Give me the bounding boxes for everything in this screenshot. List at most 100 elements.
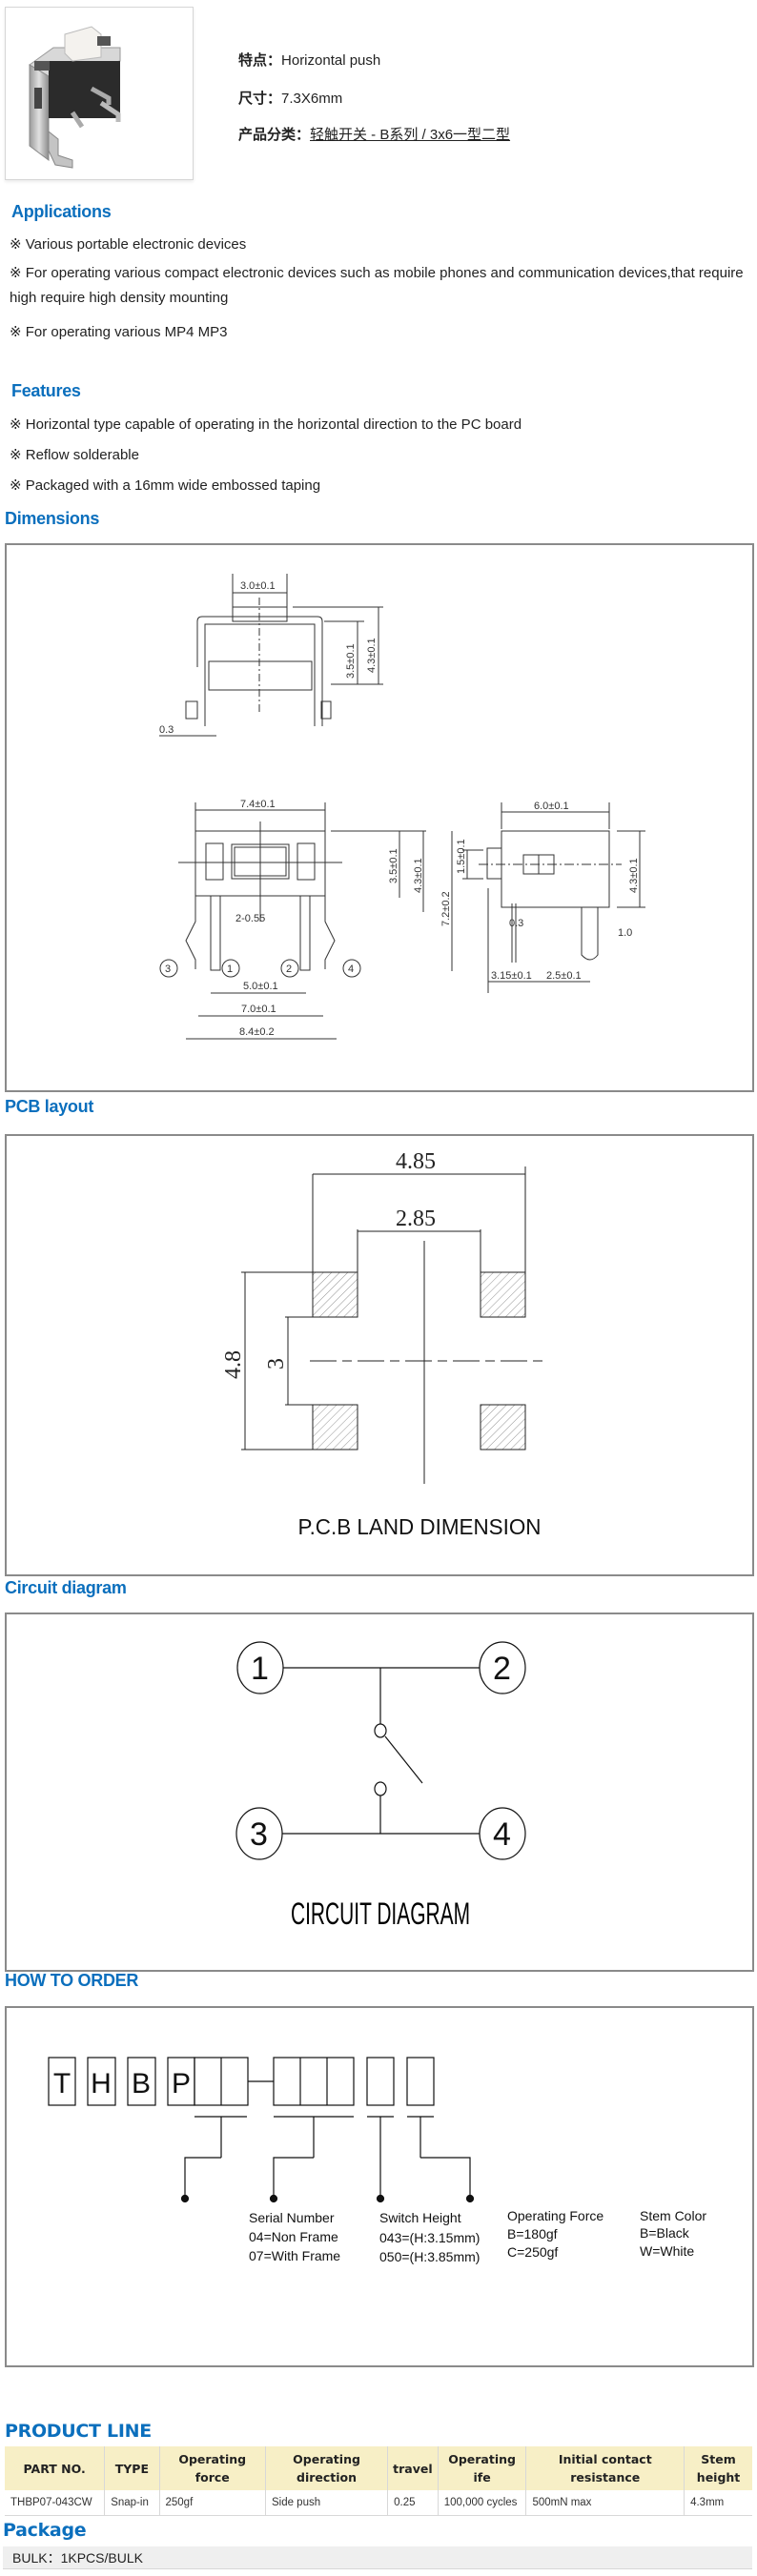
- dim-h1: 3.5±0.1: [388, 848, 399, 883]
- col-header: travel: [387, 2446, 439, 2490]
- cell-stem-height: 4.3mm: [684, 2490, 752, 2516]
- col-header: Stem height: [684, 2446, 752, 2490]
- cell-part-no: THBP07-043CW: [5, 2490, 106, 2516]
- side-view: 3.0±0.1 3.5±0.1 4.3±0.1 0.3: [159, 574, 383, 737]
- col-header: Operating direction: [265, 2446, 389, 2490]
- code-letter: P: [172, 2068, 191, 2099]
- group-title: Switch Height: [379, 2210, 461, 2225]
- application-item: ※ Various portable electronic devices: [10, 236, 247, 253]
- dim-top-height: 4.3±0.1: [628, 858, 640, 893]
- dim-pitch-outer: 7.0±0.1: [241, 1004, 276, 1015]
- product-line-table: PART NO. TYPE Operating force Operating …: [5, 2446, 752, 2516]
- product-line-heading: PRODUCT LINE: [5, 2421, 152, 2442]
- cell-force: 250gf: [159, 2490, 266, 2516]
- order-group-height: Switch Height 043=(H:3.15mm) 050=(H:3.85…: [379, 2210, 480, 2264]
- package-heading: Package: [3, 2520, 87, 2541]
- group-line: C=250gf: [507, 2244, 558, 2260]
- spec-label: 尺寸：: [238, 91, 282, 107]
- pcb-dim-inner-w: 2.85: [396, 1207, 436, 1231]
- pin-number: 4: [493, 1816, 511, 1853]
- table-header-row: PART NO. TYPE Operating force Operating …: [5, 2446, 752, 2490]
- pcb-heading: PCB layout: [5, 1097, 94, 1116]
- cell-life: 100,000 cycles: [438, 2490, 527, 2516]
- dim-off2: 2.5±0.1: [546, 970, 582, 982]
- applications-heading: Applications: [11, 202, 112, 221]
- group-title: Serial Number: [249, 2210, 335, 2225]
- application-item: ※ For operating various MP4 MP3: [10, 324, 228, 340]
- pcb-pad: [480, 1404, 526, 1450]
- group-line: 04=Non Frame: [249, 2229, 338, 2244]
- dim-pitch-inner: 5.0±0.1: [243, 981, 278, 992]
- feature-item: ※ Reflow solderable: [10, 447, 139, 463]
- application-item: ※ For operating various compact electron…: [10, 265, 744, 306]
- cell-type: Snap-in: [104, 2490, 160, 2516]
- package-value: BULK：1KPCS/BULK: [3, 2546, 752, 2569]
- code-slots: [180, 2057, 475, 2203]
- order-group-force: Operating Force B=180gf C=250gf: [507, 2208, 604, 2260]
- group-line: 050=(H:3.85mm): [379, 2249, 480, 2264]
- cell-resistance: 500mN max: [525, 2490, 685, 2516]
- tact-switch-illustration: [29, 26, 121, 169]
- spec-category: 产品分类：轻触开关 - B系列 / 3x6一型二型: [238, 124, 510, 144]
- order-group-serial: Serial Number 04=Non Frame 07=With Frame: [249, 2210, 340, 2263]
- feature-item: ※ Packaged with a 16mm wide embossed tap…: [10, 477, 321, 494]
- dim-stem-width: 3.0±0.1: [240, 580, 276, 592]
- dim-height-b: 4.3±0.1: [366, 638, 378, 673]
- col-header: TYPE: [104, 2446, 160, 2490]
- dim-tab: 1.0: [618, 927, 632, 939]
- group-line: 07=With Frame: [249, 2248, 340, 2263]
- cell-direction: Side push: [265, 2490, 389, 2516]
- col-header: Operating force: [159, 2446, 266, 2490]
- pcb-dim-outer-h: 4.8: [221, 1350, 246, 1379]
- group-line: B=Black: [640, 2225, 690, 2241]
- circuit-heading: Circuit diagram: [5, 1578, 127, 1597]
- group-line: 043=(H:3.15mm): [379, 2230, 480, 2245]
- spec-value: 7.3X6mm: [281, 91, 343, 107]
- pin-label: 3: [165, 963, 171, 975]
- pcb-dim-inner-h: 3: [264, 1358, 289, 1369]
- group-title: Stem Color: [640, 2208, 706, 2223]
- dim-lead: 0.3: [159, 724, 174, 736]
- dimensions-heading: Dimensions: [5, 509, 100, 528]
- dim-overall: 8.4±0.2: [239, 1026, 275, 1038]
- spec-label: 产品分类：: [238, 127, 311, 143]
- col-header: Initial contact resistance: [525, 2446, 685, 2490]
- group-title: Operating Force: [507, 2208, 604, 2223]
- dim-h3: 7.2±0.2: [440, 891, 452, 926]
- group-line: W=White: [640, 2243, 694, 2259]
- pcb-pad: [480, 1271, 526, 1318]
- dim-h2: 4.3±0.1: [413, 858, 424, 893]
- spec-label: 特点：: [238, 52, 282, 69]
- circuit-drawing: 1 2 3 4 CIRCUIT DIAGRAM: [5, 1613, 754, 1972]
- code-letter: T: [53, 2068, 71, 2099]
- dim-top-width: 6.0±0.1: [534, 801, 569, 812]
- pcb-pads: [312, 1271, 526, 1450]
- pin-number: 1: [251, 1651, 269, 1687]
- pin-number: 2: [493, 1651, 511, 1687]
- group-line: B=180gf: [507, 2226, 558, 2241]
- features-heading: Features: [11, 381, 81, 400]
- pcb-pad: [312, 1271, 358, 1318]
- dimensions-drawing: 3.0±0.1 3.5±0.1 4.3±0.1 0.3 7.4±0.1 2-0.…: [5, 543, 754, 1092]
- pin-label: 1: [227, 963, 233, 975]
- dim-stem: 1.5±0.1: [456, 839, 467, 874]
- order-group-color: Stem Color B=Black W=White: [640, 2208, 706, 2259]
- feature-item: ※ Horizontal type capable of operating i…: [10, 416, 522, 433]
- dim-top-lead: 0.3: [509, 918, 523, 929]
- spec-value: Horizontal push: [281, 52, 381, 69]
- category-link[interactable]: 轻触开关 - B系列 / 3x6一型二型: [310, 127, 511, 143]
- col-header: Operating ife: [438, 2446, 527, 2490]
- pcb-drawing: 4.85 2.85 4.8 3 P.C.B LAND DIMENSION: [5, 1134, 754, 1576]
- dim-pin-width: 2-0.55: [235, 913, 265, 924]
- pcb-dim-outer-w: 4.85: [396, 1149, 436, 1174]
- dim-off1: 3.15±0.1: [491, 970, 532, 982]
- spec-size: 尺寸：7.3X6mm: [238, 88, 342, 108]
- pin-number: 3: [250, 1816, 268, 1853]
- product-photo: [5, 7, 194, 180]
- code-letters: T H B P: [48, 2057, 195, 2106]
- cell-travel: 0.25: [387, 2490, 439, 2516]
- dim-height-a: 3.5±0.1: [345, 643, 357, 679]
- code-letter: B: [132, 2068, 151, 2099]
- pcb-caption: P.C.B LAND DIMENSION: [298, 1514, 542, 1539]
- spec-feature: 特点：Horizontal push: [238, 50, 380, 70]
